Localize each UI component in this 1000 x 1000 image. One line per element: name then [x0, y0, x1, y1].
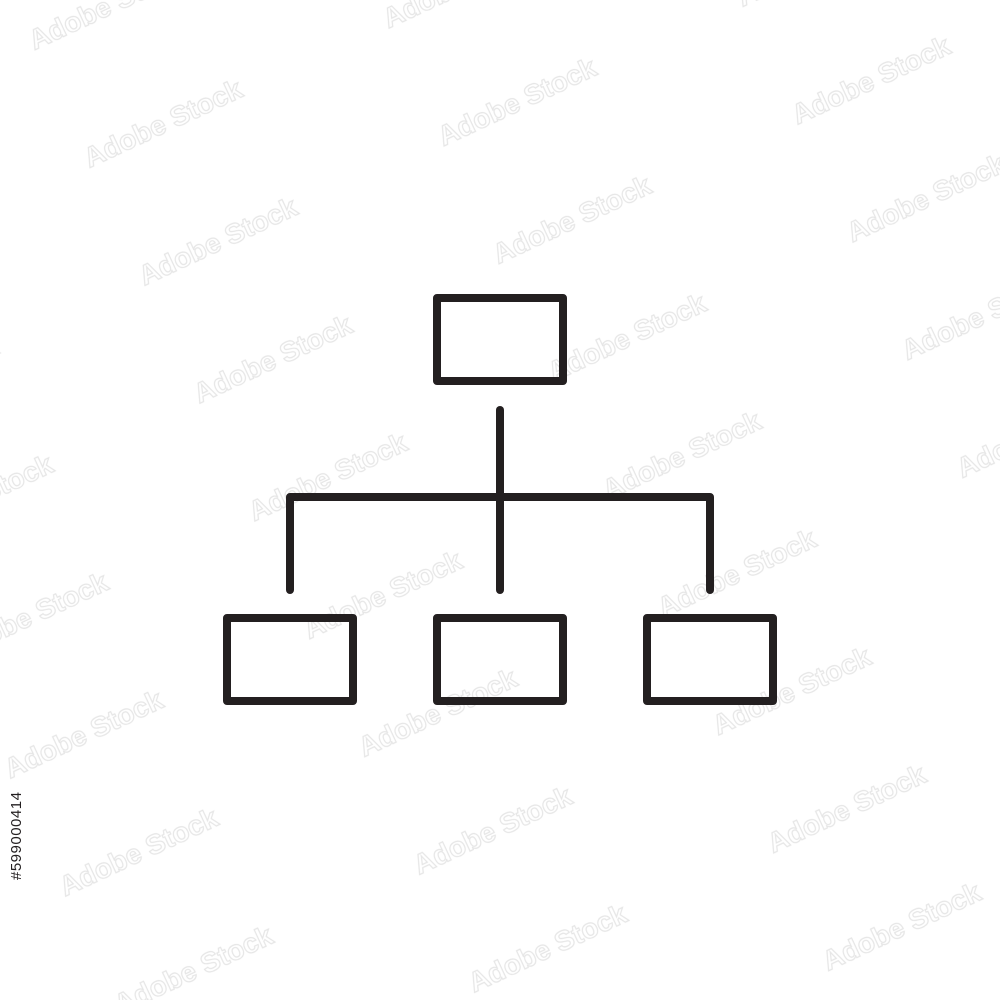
child-node-box-right — [643, 614, 777, 705]
child-node-box-center — [433, 614, 567, 705]
child-node-box-left — [223, 614, 357, 705]
stock-id-label: #599000414 — [8, 791, 25, 880]
root-node-box — [433, 294, 567, 385]
branch-connector — [286, 493, 714, 594]
